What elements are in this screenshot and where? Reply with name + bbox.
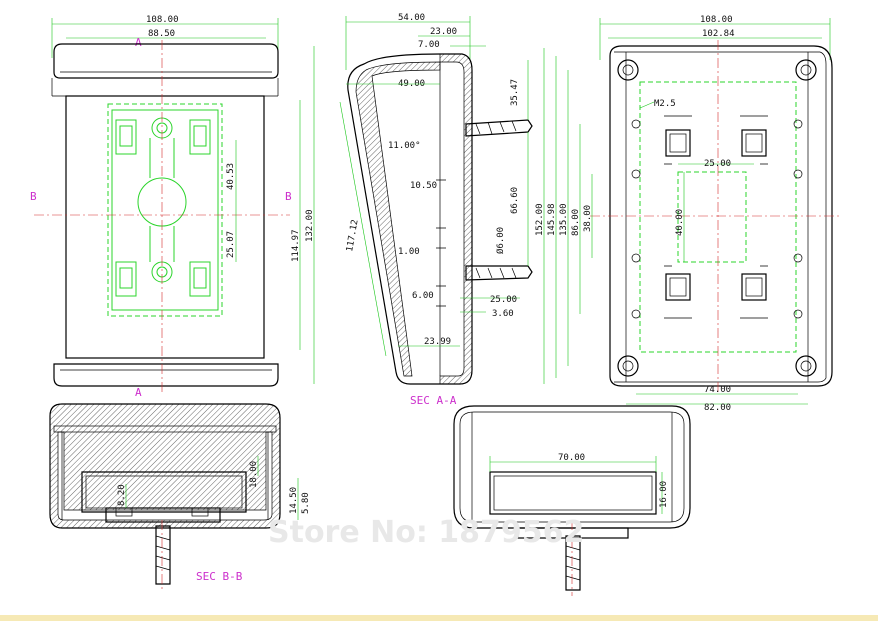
- section-label-aa: SEC A-A: [410, 394, 457, 407]
- dim-front-114-97: 114.97: [291, 229, 301, 262]
- dim-side-66-60: 66.60: [510, 187, 520, 214]
- end-view: 70.00 16.00: [453, 405, 691, 596]
- dim-side-25: 25.00: [490, 295, 517, 305]
- bottom-strip: [0, 615, 878, 621]
- dim-side-11-deg: 11.00°: [388, 141, 421, 151]
- dim-back-86: 86.00: [571, 209, 581, 236]
- dim-side-dia6: Ø6.00: [495, 227, 506, 254]
- dim-end-70: 70.00: [558, 453, 585, 463]
- dim-side-117-12: 117.12: [345, 219, 360, 253]
- dim-bb-18: 18.00: [249, 461, 259, 488]
- section-mark-b-left: B: [30, 190, 37, 203]
- section-mark-a-bottom: A: [135, 386, 142, 399]
- dim-side-1: 1.00: [398, 247, 420, 257]
- dim-back-152: 152.00: [535, 203, 545, 236]
- dim-front-40-53: 40.53: [226, 163, 236, 190]
- dim-end-16: 16.00: [659, 481, 669, 508]
- dim-back-145-98: 145.98: [547, 203, 557, 236]
- front-view: 108.00 88.50 A B B: [30, 15, 315, 399]
- dim-front-25-07: 25.07: [226, 231, 236, 258]
- dim-back-108: 108.00: [700, 15, 733, 25]
- dim-back-40: 40.00: [675, 209, 685, 236]
- dim-side-7: 7.00: [418, 40, 440, 50]
- dim-side-6: 6.00: [412, 291, 434, 301]
- dim-front-108: 108.00: [146, 15, 179, 25]
- store-watermark: Store No: 1879562: [268, 515, 584, 550]
- dim-back-m2-5: M2.5: [654, 99, 676, 109]
- dim-front-88-50: 88.50: [148, 29, 175, 39]
- dim-front-132: 132.00: [305, 209, 315, 242]
- dim-side-23: 23.00: [430, 27, 457, 37]
- section-label-bb: SEC B-B: [196, 570, 243, 583]
- dim-bb-14-50: 14.50: [289, 487, 299, 514]
- dim-back-135: 135.00: [559, 203, 569, 236]
- section-bb-view: 18.00 8.20 14.50 5.80 SEC B-B: [49, 403, 311, 592]
- dim-side-23-99: 23.99: [424, 337, 451, 347]
- dim-bb-5-80: 5.80: [301, 492, 311, 514]
- dim-back-38: 38.00: [583, 205, 593, 232]
- dim-side-54: 54.00: [398, 13, 425, 23]
- dim-bb-8-20: 8.20: [117, 484, 127, 506]
- back-view: 108.00 102.84 M2.5 25.00 152.00 145.98: [535, 15, 840, 413]
- section-mark-b-right: B: [285, 190, 292, 203]
- dim-side-35-47: 35.47: [510, 79, 520, 106]
- section-mark-a-top: A: [135, 36, 142, 49]
- dim-side-3-60: 3.60: [492, 309, 514, 319]
- dim-side-10-50: 10.50: [410, 181, 437, 191]
- dim-back-82: 82.00: [704, 403, 731, 413]
- dim-back-102-84: 102.84: [702, 29, 735, 39]
- dim-back-74: 74.00: [704, 385, 731, 395]
- dim-back-25: 25.00: [704, 159, 731, 169]
- section-aa-view: 54.00 23.00 7.00 49.00 35.47 66.60 Ø6.00…: [339, 13, 533, 407]
